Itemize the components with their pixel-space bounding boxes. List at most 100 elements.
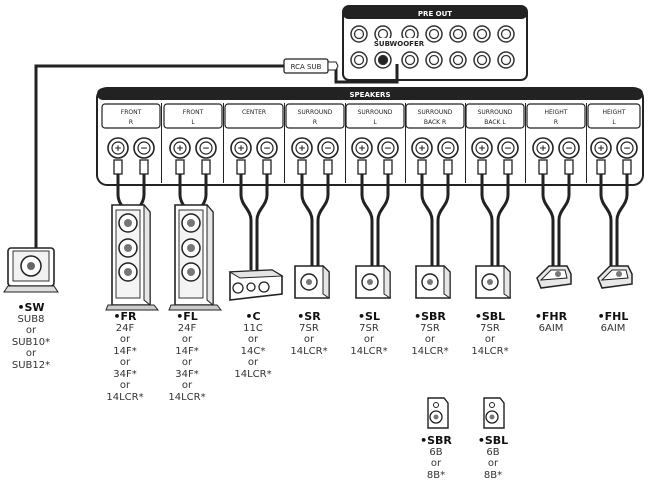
positive-terminal: + — [411, 137, 433, 175]
sbl2-code: •SBL — [477, 434, 509, 447]
preout-jack — [473, 51, 491, 69]
terminal-sign: + — [114, 144, 122, 154]
preout-jack — [449, 25, 467, 43]
negative-terminal: − — [558, 137, 580, 175]
terminal-sign: + — [176, 144, 184, 154]
fhl-line: 6AIM — [600, 322, 626, 334]
channel-name: FRONT — [121, 109, 142, 116]
preout-jack — [350, 25, 368, 43]
surround-right-speaker — [294, 264, 330, 299]
sr-line: 7SR — [299, 322, 319, 334]
channel-side: R — [313, 119, 317, 126]
sbr2-line: or — [430, 458, 442, 469]
terminal-sign: + — [597, 144, 605, 154]
positive-terminal: + — [471, 137, 493, 175]
subwoofer-preout-jack — [374, 51, 392, 69]
fr-line: 24F — [115, 322, 135, 334]
fr-line: 14F* — [113, 345, 137, 357]
negative-terminal: − — [317, 137, 339, 175]
fr-line: or — [119, 357, 131, 368]
channel-side: L — [373, 119, 377, 126]
preout-jack — [449, 51, 467, 69]
terminal-sign: − — [140, 144, 148, 154]
height-right-speaker — [536, 265, 572, 289]
channel-name: SURROUND — [418, 109, 453, 116]
sbr2-code: •SBR — [420, 434, 452, 447]
terminal-sign: + — [298, 144, 306, 154]
sr-line: 14LCR* — [290, 345, 328, 357]
preout-jack — [497, 25, 515, 43]
channel-name: HEIGHT — [603, 109, 626, 116]
c-line: or — [247, 357, 259, 368]
fl-line: 34F* — [175, 368, 199, 380]
sr-code: •SR — [297, 310, 321, 323]
negative-terminal: − — [437, 137, 459, 175]
positive-terminal: + — [351, 137, 373, 175]
fl-line: 14F* — [175, 345, 199, 357]
channel-side: BACK R — [424, 119, 446, 126]
preout-jack — [497, 51, 515, 69]
sbl-line: or — [484, 334, 496, 345]
sl-code: •SL — [358, 310, 380, 323]
channel-3: CENTER + − — [224, 103, 285, 183]
terminal-sign: − — [444, 144, 452, 154]
surround-back-right-speaker — [415, 264, 451, 299]
sbl2-line: 8B* — [483, 469, 503, 481]
terminal-sign: + — [478, 144, 486, 154]
fhr-label: •FHR 6AIM — [526, 311, 576, 334]
c-line: or — [247, 334, 259, 345]
sw-code: •SW — [17, 301, 45, 314]
fr-label: •FR 24F or 14F* or 34F* or 14LCR* — [100, 311, 150, 403]
c-code: •C — [245, 310, 261, 323]
sbr2-label: •SBR 6B or 8B* — [413, 435, 459, 481]
channel-side: L — [612, 119, 616, 126]
subwoofer-jack-label: SUBWOOFER — [374, 40, 425, 48]
sbl-label: •SBL 7SR or 14LCR* — [463, 311, 517, 357]
fhl-code: •FHL — [597, 310, 629, 323]
terminal-sign: − — [263, 144, 271, 154]
bookshelf-back-right-speaker — [427, 397, 449, 429]
preout-jack — [425, 51, 443, 69]
front-left-tower — [168, 203, 223, 311]
sl-line: 14LCR* — [350, 345, 388, 357]
preout-panel: PRE OUT SUBWOOFER — [342, 5, 528, 81]
terminal-sign: − — [384, 144, 392, 154]
sbl-line: 7SR — [480, 322, 500, 334]
preout-jack — [425, 25, 443, 43]
channel-name: SURROUND — [358, 109, 393, 116]
preout-title: PRE OUT — [418, 10, 452, 18]
fl-line: 24F — [177, 322, 197, 334]
sw-line: SUB8 — [17, 313, 45, 325]
fl-label: •FL 24F or 14F* or 34F* or 14LCR* — [162, 311, 212, 403]
channel-side: R — [554, 119, 558, 126]
positive-terminal: + — [169, 137, 191, 175]
surround-left-speaker — [355, 264, 391, 299]
sl-line: 7SR — [359, 322, 379, 334]
wire-pair — [420, 174, 450, 266]
front-right-tower — [105, 203, 160, 311]
sbr-code: •SBR — [414, 310, 446, 323]
sw-label: •SW SUB8 or SUB10* or SUB12* — [0, 302, 62, 371]
sbl2-line: or — [487, 458, 499, 469]
fr-line: 14LCR* — [106, 391, 144, 403]
terminal-sign: + — [237, 144, 245, 154]
positive-terminal: + — [590, 137, 612, 175]
fr-line: or — [119, 380, 131, 391]
c-line: 11C — [243, 322, 263, 334]
negative-terminal: − — [256, 137, 278, 175]
preout-jack — [473, 25, 491, 43]
sw-line: or — [25, 348, 37, 359]
height-left-speaker — [597, 265, 633, 289]
channel-name: CENTER — [242, 109, 266, 116]
fl-line: or — [181, 357, 193, 368]
c-label: •C 11C or 14C* or 14LCR* — [226, 311, 280, 380]
preout-jack — [401, 51, 419, 69]
fr-line: or — [119, 334, 131, 345]
center-speaker — [228, 269, 284, 301]
terminal-sign: − — [504, 144, 512, 154]
sw-line: SUB12* — [11, 359, 51, 371]
sbr2-line: 6B — [429, 446, 443, 458]
terminal-sign: + — [358, 144, 366, 154]
